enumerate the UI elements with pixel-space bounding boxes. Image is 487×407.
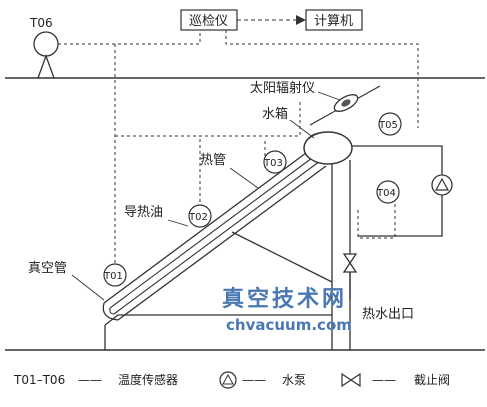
heat-pipe-label: 热管 — [200, 153, 226, 168]
water-tank — [303, 131, 353, 165]
heat-pipe-leader — [229, 167, 259, 189]
legend-dash-2: —— — [242, 373, 266, 387]
legend-pump-desc: 水泵 — [282, 373, 306, 387]
vacuum-tube — [102, 149, 327, 321]
solar-radiometer — [333, 94, 359, 112]
legend-sensor-range: T01–T06 — [13, 373, 65, 387]
heat-oil-label: 导热油 — [124, 205, 163, 220]
sensor-t04-label: T04 — [376, 188, 396, 199]
sensor-t01-label: T01 — [103, 271, 123, 282]
sensor-t06: T06 — [29, 16, 59, 79]
heat-oil-leader — [167, 219, 189, 227]
sensor-t02: T02 — [188, 204, 212, 228]
sensor-t04: T04 — [376, 180, 400, 204]
stop-valve — [342, 253, 358, 273]
solar-radiometer-label: 太阳辐射仪 — [250, 80, 315, 96]
vacuum-tube-label: 真空管 — [28, 261, 67, 276]
legend-valve-icon — [341, 372, 361, 388]
legend-sensor-desc: 温度传感器 — [118, 372, 178, 387]
sensor-t02-label: T02 — [188, 212, 208, 223]
sensor-t05: T05 — [378, 112, 402, 136]
sensor-t03: T03 — [263, 150, 287, 174]
sensor-t05-label: T05 — [378, 120, 398, 131]
legend-dash-1: —— — [78, 373, 102, 387]
heat-pipe — [109, 154, 321, 315]
watermark-cn: 真空技术网 — [222, 286, 347, 312]
arrow-icon — [296, 15, 306, 25]
collector-frame — [104, 160, 333, 350]
legend-valve-desc: 截止阀 — [414, 373, 450, 387]
legend-dash-3: —— — [372, 373, 396, 387]
hot-water-outlet-label: 热水出口 — [362, 307, 414, 322]
water-tank-label: 水箱 — [262, 106, 288, 122]
sensor-t06-label: T06 — [29, 16, 53, 30]
water-pump — [431, 174, 453, 196]
pump-icon — [434, 177, 450, 191]
legend: T01–T06 —— 温度传感器 —— 水泵 —— 截止阀 — [13, 371, 450, 389]
sensor-t01: T01 — [103, 263, 127, 287]
computer-label: 计算机 — [314, 14, 353, 29]
watermark-en: chvacuum.com — [226, 316, 352, 334]
legend-pump-triangle — [222, 373, 234, 385]
radiometer-leader — [317, 91, 341, 101]
vacuum-tube-leader — [71, 274, 105, 301]
inspector-label: 巡检仪 — [189, 14, 228, 29]
sensor-t03-label: T03 — [263, 158, 283, 169]
tank-leader — [289, 119, 315, 139]
